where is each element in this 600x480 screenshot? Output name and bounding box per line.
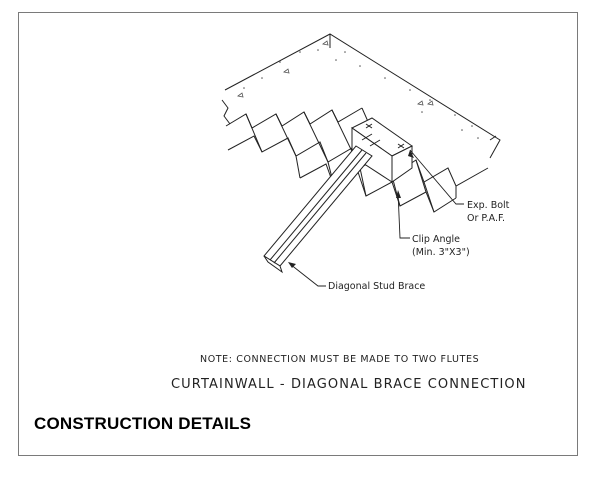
bolt-callout-line2: Or P.A.F.	[467, 213, 505, 224]
leader-arrowheads	[288, 150, 414, 268]
drawing-title: CURTAINWALL - DIAGONAL BRACE CONNECTION	[171, 377, 527, 392]
drawing-frame	[18, 12, 578, 456]
connection-note: NOTE: CONNECTION MUST BE MADE TO TWO FLU…	[200, 354, 479, 365]
section-heading: CONSTRUCTION DETAILS	[34, 414, 252, 433]
clip-callout-line1: Clip Angle	[412, 234, 460, 245]
concrete-slab	[221, 33, 501, 159]
anchor-bolts	[365, 123, 405, 149]
callout-leaders	[289, 149, 464, 287]
diagonal-stud-brace	[263, 145, 373, 274]
brace-callout: Diagonal Stud Brace	[328, 281, 425, 292]
callout-labels: Exp. Bolt Or P.A.F. Clip Angle (Min. 3"X…	[328, 200, 510, 292]
clip-callout-line2: (Min. 3"X3")	[412, 247, 470, 258]
bolt-callout-line1: Exp. Bolt	[467, 200, 510, 211]
concrete-hatch	[237, 40, 479, 139]
